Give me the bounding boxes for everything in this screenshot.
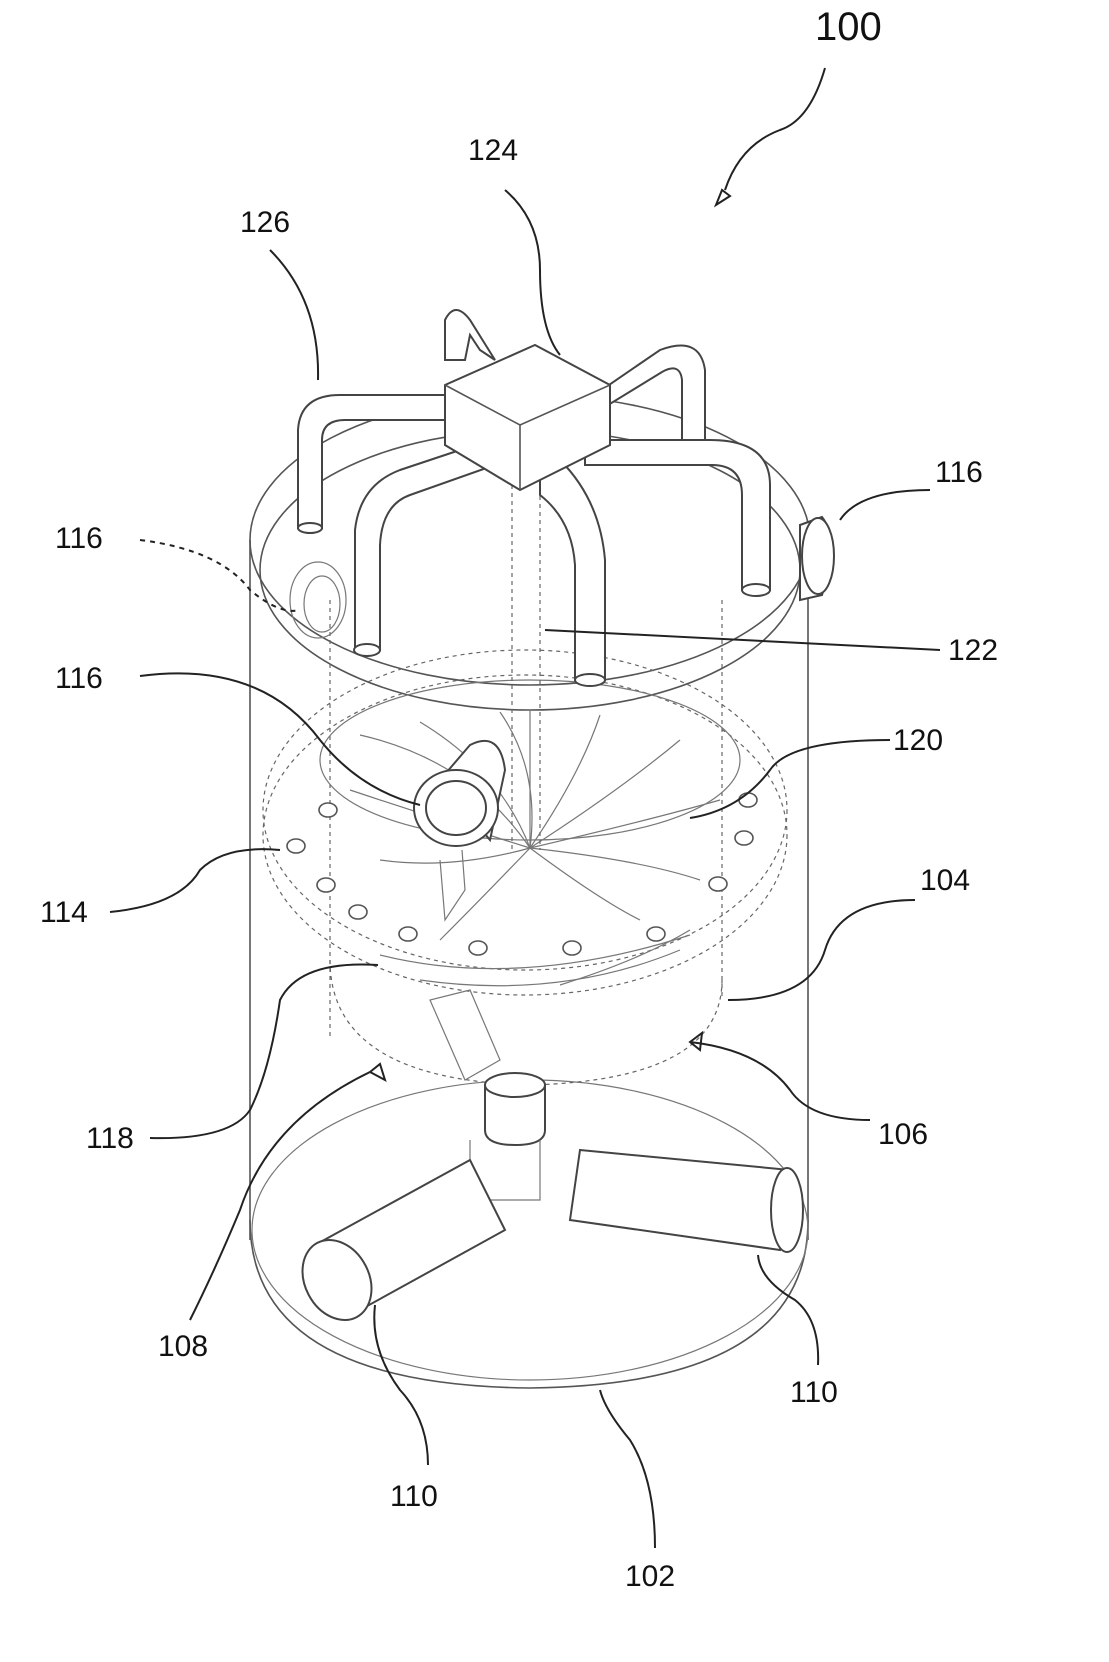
leader-126 — [270, 250, 318, 380]
arrowhead-108 — [370, 1064, 385, 1080]
outlet-pipes — [289, 990, 803, 1332]
central-shaft — [512, 480, 540, 850]
label-116-left: 116 — [55, 522, 103, 555]
label-122: 122 — [948, 634, 998, 667]
label-110-left: 110 — [390, 1480, 438, 1513]
label-114: 114 — [40, 896, 88, 929]
leader-116-right — [840, 490, 930, 520]
leader-124 — [505, 190, 560, 355]
leader-106 — [690, 1042, 870, 1120]
label-116-right: 116 — [935, 456, 983, 489]
label-126: 126 — [240, 206, 290, 239]
leader-118 — [150, 964, 378, 1138]
leader-110-left — [374, 1305, 428, 1465]
leader-100 — [725, 68, 825, 190]
leader-104 — [728, 900, 915, 1000]
leader-102 — [600, 1390, 655, 1548]
leader-120 — [690, 740, 890, 818]
arrowhead-100 — [716, 190, 730, 205]
label-110-right: 110 — [790, 1376, 838, 1409]
label-124: 124 — [468, 134, 518, 167]
label-108: 108 — [158, 1330, 208, 1363]
label-104: 104 — [920, 864, 970, 897]
label-120: 120 — [893, 724, 943, 757]
label-118: 118 — [86, 1122, 134, 1155]
leader-114 — [110, 849, 280, 912]
label-106: 106 — [878, 1118, 928, 1151]
reference-numerals: 100 124 126 116 116 116 122 120 114 104 … — [40, 5, 998, 1593]
leader-110-right — [758, 1255, 818, 1365]
label-102: 102 — [625, 1560, 675, 1593]
arrowhead-106 — [690, 1033, 702, 1050]
lower-chamber — [330, 930, 722, 1085]
flange — [263, 650, 787, 995]
label-100: 100 — [815, 5, 882, 49]
leader-lines — [110, 68, 940, 1548]
label-116-center: 116 — [55, 662, 103, 695]
